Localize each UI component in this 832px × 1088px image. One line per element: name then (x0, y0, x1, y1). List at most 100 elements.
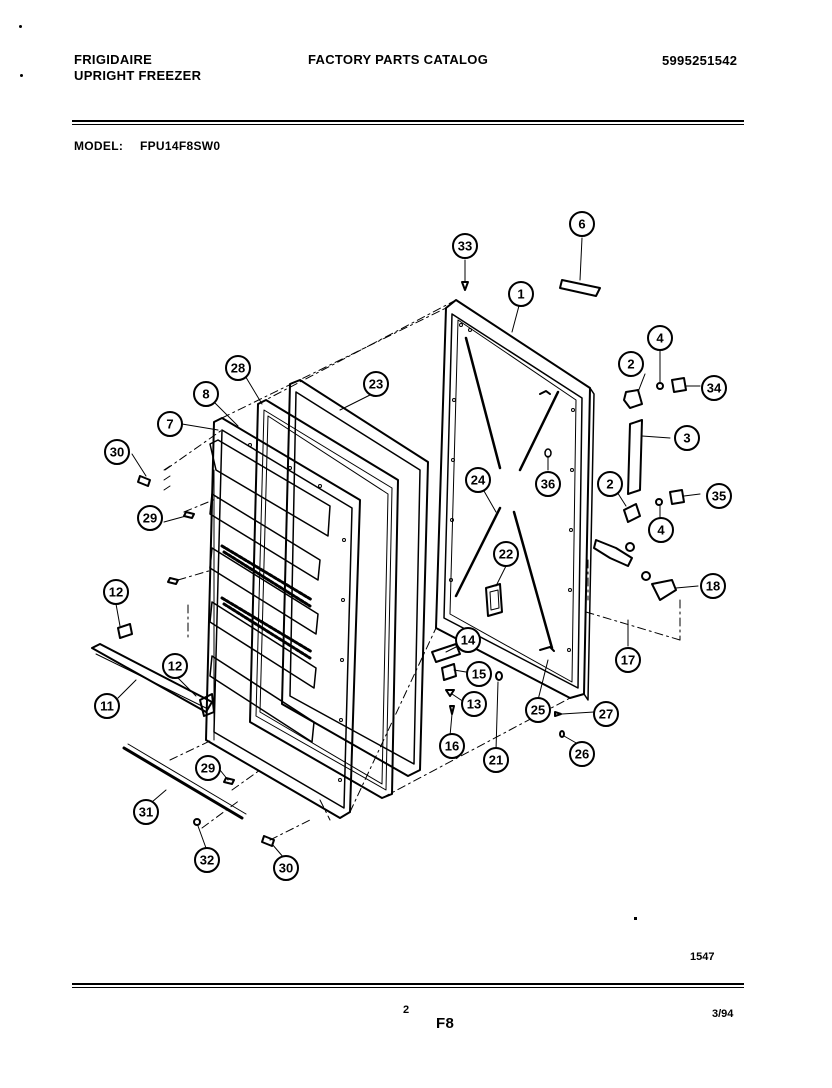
callout-27: 27 (593, 701, 619, 727)
callout-circle (593, 701, 619, 727)
callout-number: 2 (606, 477, 613, 492)
callout-28: 28 (225, 355, 251, 381)
callout-number: 23 (369, 377, 383, 392)
callout-circle (483, 747, 509, 773)
callout-circle (706, 483, 732, 509)
callout-number: 12 (168, 659, 182, 674)
callout-circle (94, 693, 120, 719)
callout-4: 4 (648, 517, 674, 543)
callout-number: 2 (627, 357, 634, 372)
footer-rule (72, 983, 744, 985)
margin-mark (19, 25, 22, 28)
callout-number: 24 (471, 473, 486, 488)
callout-circle (104, 439, 130, 465)
callout-circle (133, 799, 159, 825)
callout-circle (194, 847, 220, 873)
callout-circle (466, 661, 492, 687)
callout-26: 26 (569, 741, 595, 767)
callout-number: 14 (461, 633, 476, 648)
callout-number: 30 (279, 861, 293, 876)
callout-number: 13 (467, 697, 481, 712)
callout-8: 8 (193, 381, 219, 407)
callout-16: 16 (439, 733, 465, 759)
callout-24: 24 (465, 467, 491, 493)
callout-number: 34 (707, 381, 722, 396)
callout-circle (455, 627, 481, 653)
callout-circle (493, 541, 519, 567)
callout-36: 36 (535, 471, 561, 497)
callout-4: 4 (647, 325, 673, 351)
callout-7: 7 (157, 411, 183, 437)
callout-2: 2 (618, 351, 644, 377)
model-label: MODEL: (74, 139, 124, 153)
callout-number: 32 (200, 853, 214, 868)
callout-2: 2 (597, 471, 623, 497)
callout-circle (674, 425, 700, 451)
callout-29: 29 (195, 755, 221, 781)
callout-circle (162, 653, 188, 679)
callout-number: 29 (143, 511, 157, 526)
callout-12: 12 (162, 653, 188, 679)
callout-circle (618, 351, 644, 377)
model-value: FPU14F8SW0 (140, 139, 221, 153)
callout-35: 35 (706, 483, 732, 509)
callout-1: 1 (508, 281, 534, 307)
callout-number: 29 (201, 761, 215, 776)
callout-30: 30 (273, 855, 299, 881)
callout-number: 22 (499, 547, 513, 562)
callout-number: 6 (578, 217, 585, 232)
callout-number: 1 (517, 287, 524, 302)
figure-code: F8 (436, 1015, 455, 1032)
assembly-lines (164, 299, 681, 841)
callout-circle (569, 741, 595, 767)
callout-number: 18 (706, 579, 720, 594)
revision-date: 3/94 (712, 1008, 734, 1020)
callout-6: 6 (569, 211, 595, 237)
callout-number: 27 (599, 707, 613, 722)
callout-29: 29 (137, 505, 163, 531)
callout-33: 33 (452, 233, 478, 259)
callout-number: 7 (166, 417, 173, 432)
header-rule (72, 120, 744, 122)
margin-mark (20, 74, 23, 77)
callout-number: 21 (489, 753, 503, 768)
door-panel (435, 299, 595, 701)
callout-circle (461, 691, 487, 717)
callout-number: 4 (657, 523, 665, 538)
callout-circle (647, 325, 673, 351)
callout-31: 31 (133, 799, 159, 825)
drawing-id: 1547 (690, 951, 715, 963)
callout-number: 11 (100, 699, 114, 714)
callout-number: 31 (139, 805, 153, 820)
callout-circle (157, 411, 183, 437)
callout-number: 25 (531, 703, 545, 718)
callout-15: 15 (466, 661, 492, 687)
callout-number: 17 (621, 653, 635, 668)
callout-number: 33 (458, 239, 472, 254)
catalog-title: FACTORY PARTS CATALOG (308, 52, 489, 67)
callout-number: 4 (656, 331, 664, 346)
callout-circle (525, 697, 551, 723)
callout-circle (137, 505, 163, 531)
header-rule-thin (72, 124, 744, 125)
callout-circle (508, 281, 534, 307)
callout-21: 21 (483, 747, 509, 773)
callout-32: 32 (194, 847, 220, 873)
callout-number: 8 (202, 387, 209, 402)
callout-number: 36 (541, 477, 555, 492)
footer-rule-thin (72, 987, 744, 988)
callout-circle (569, 211, 595, 237)
callout-circle (193, 381, 219, 407)
callout-circle (225, 355, 251, 381)
callout-23: 23 (363, 371, 389, 397)
catalog-number: 5995251542 (662, 53, 738, 68)
callout-circle (701, 375, 727, 401)
callout-circle (615, 647, 641, 673)
callout-number: 12 (109, 585, 123, 600)
callout-number: 35 (712, 489, 726, 504)
callout-number: 3 (683, 431, 690, 446)
brand-name: FRIGIDAIRE (74, 52, 153, 67)
callout-circle (465, 467, 491, 493)
kickplate-parts (91, 465, 275, 847)
